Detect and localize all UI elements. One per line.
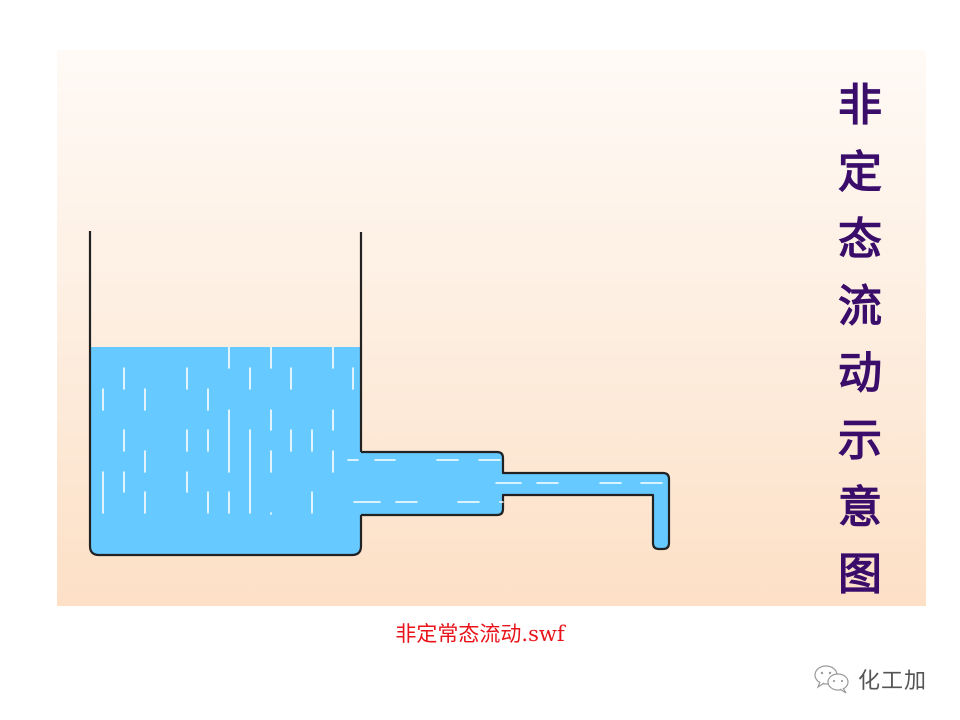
title-char: 定 bbox=[838, 147, 882, 198]
vessel-outline bbox=[88, 231, 671, 557]
watermark: 化工加 bbox=[812, 662, 927, 696]
title-char: 示 bbox=[838, 415, 882, 466]
title-char: 态 bbox=[838, 214, 882, 265]
file-caption: 非定常态流动.swf bbox=[395, 622, 565, 646]
water-body bbox=[91, 347, 669, 555]
vertical-title: 非 定 态 流 动 示 意 图 bbox=[828, 72, 892, 608]
title-char: 意 bbox=[838, 482, 882, 533]
title-char: 动 bbox=[838, 348, 882, 399]
title-char: 非 bbox=[838, 80, 882, 131]
title-char: 流 bbox=[838, 281, 882, 332]
wechat-icon bbox=[814, 665, 849, 694]
title-char: 图 bbox=[838, 549, 882, 600]
watermark-text: 化工加 bbox=[858, 669, 928, 694]
flow-streaks bbox=[102, 346, 663, 515]
